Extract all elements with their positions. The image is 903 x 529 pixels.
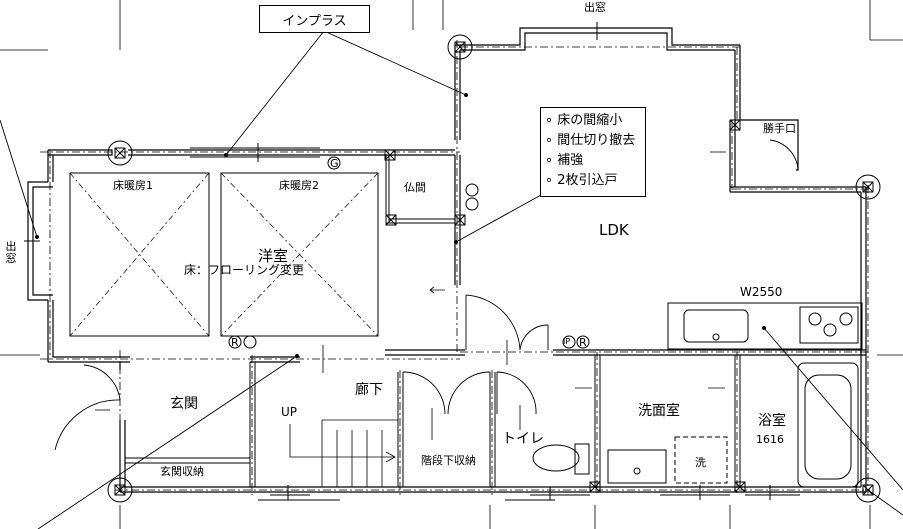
gas-symbol: G bbox=[330, 157, 339, 170]
arrows bbox=[95, 151, 726, 440]
note-item: 間仕切り撤去 bbox=[545, 131, 641, 151]
butsuma-label: 仏間 bbox=[404, 181, 426, 194]
washer-label: 洗 bbox=[695, 456, 706, 469]
doors bbox=[54, 139, 799, 451]
hallway-label: 廊下 bbox=[355, 382, 383, 398]
entrance-label: 玄関 bbox=[170, 396, 198, 412]
note-item: 補強 bbox=[545, 151, 641, 171]
entrance-storage-label: 玄関収納 bbox=[160, 465, 204, 478]
inplus-callout: インプラス bbox=[259, 5, 370, 33]
windows bbox=[24, 22, 800, 501]
toilet-label: トイレ bbox=[502, 431, 544, 447]
floor-change-label: 床：フローリング変更 bbox=[184, 263, 305, 277]
leader-lines bbox=[0, 30, 903, 529]
heated-floor-2-label: 床暖房2 bbox=[279, 179, 319, 192]
r-symbol: R bbox=[231, 336, 239, 349]
under-stair-storage-label: 階段下収納 bbox=[421, 454, 476, 467]
grid-marks bbox=[107, 34, 881, 503]
callout-label: インプラス bbox=[282, 13, 347, 29]
heated-floor-1-label: 床暖房1 bbox=[113, 179, 153, 192]
ldk-label: LDK bbox=[599, 221, 629, 239]
western-room-label: 洋室 bbox=[258, 247, 289, 265]
r-symbol-2: R bbox=[579, 336, 587, 349]
note-item: 床の間縮小 bbox=[545, 111, 641, 131]
renovation-note: 床の間縮小 間仕切り撤去 補強 2枚引込戸 bbox=[540, 107, 646, 197]
dash-lines bbox=[40, 40, 870, 495]
note-item: 2枚引込戸 bbox=[545, 171, 641, 191]
bay-window-left-text: 出窓 bbox=[5, 240, 17, 265]
leader-dots bbox=[35, 93, 766, 358]
interior-walls bbox=[125, 154, 741, 487]
fixtures bbox=[532, 302, 863, 488]
bay-window-top-label: 出窓 bbox=[584, 1, 606, 14]
symbol-circles bbox=[228, 156, 590, 349]
up-label: UP bbox=[281, 405, 298, 419]
back-door-label: 勝手口 bbox=[763, 122, 796, 135]
room-rectangles bbox=[69, 172, 379, 337]
kitchen-width-label: W2550 bbox=[740, 285, 783, 299]
bathroom-label: 浴室 bbox=[758, 413, 786, 429]
bath-size-label: 1616 bbox=[756, 433, 784, 446]
bay-window-left-label: 出窓 bbox=[4, 241, 18, 265]
heating-diagonals bbox=[69, 172, 379, 337]
washroom-label: 洗面室 bbox=[638, 403, 680, 419]
ip-symbol: IP bbox=[563, 337, 571, 346]
stairs bbox=[289, 419, 398, 488]
